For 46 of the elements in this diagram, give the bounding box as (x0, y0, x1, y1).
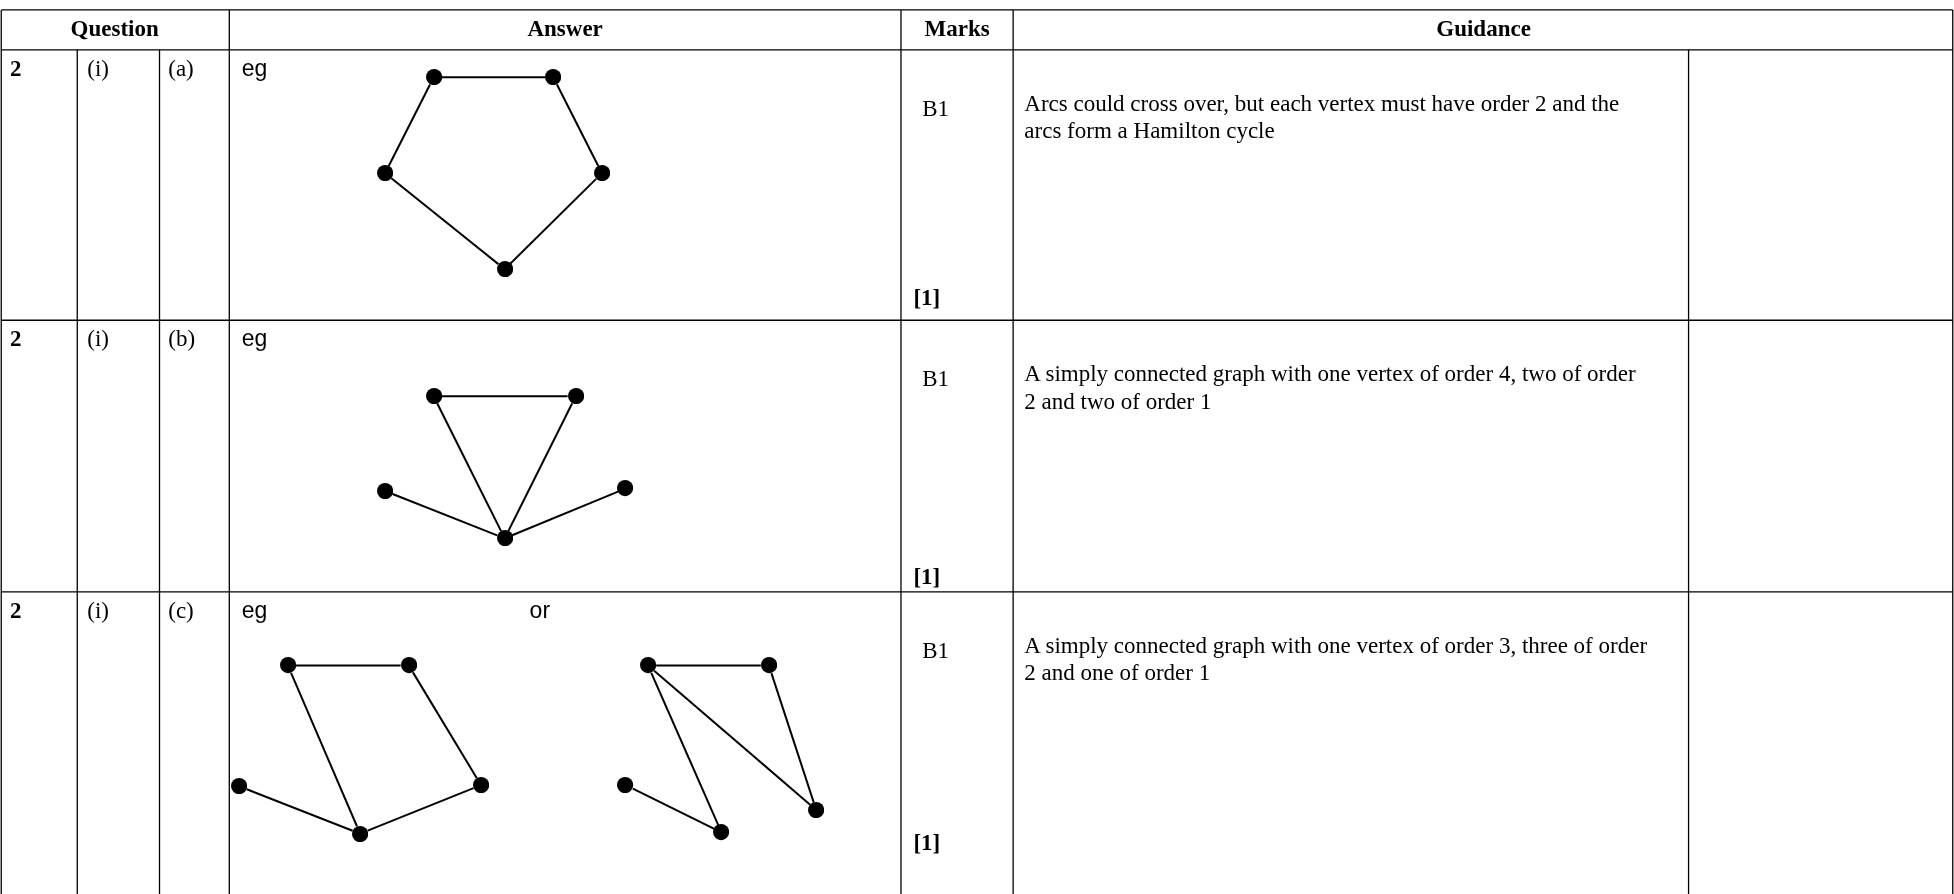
graph-edge (440, 76, 547, 79)
answer-note: eg (241, 54, 268, 83)
column-heading: Guidance (1436, 14, 1531, 43)
question-part: (a) (168, 54, 194, 83)
graph-edge (245, 788, 354, 832)
guidance-text: Arcs could cross over, but each vertex must have order 2 and the arcs form a Hamilton cycle (1024, 89, 1621, 145)
question-number: 2 (9, 325, 22, 353)
mark-total: [1] (913, 828, 941, 857)
question-part: (c) (168, 596, 194, 625)
graph-edge (507, 402, 574, 533)
graph-edge (391, 492, 499, 537)
graph-edge (655, 664, 762, 667)
graph-edge (390, 177, 500, 266)
question-number: 2 (9, 596, 22, 625)
graph-edge (653, 669, 812, 806)
graph-edge (770, 672, 815, 804)
answer-note: or (529, 596, 551, 625)
answer-note: eg (241, 596, 268, 625)
column-heading: Marks (924, 14, 990, 43)
mark-code: B1 (922, 94, 949, 123)
column-heading: Answer (527, 14, 603, 43)
graph-edge (294, 664, 402, 667)
graph-edge (650, 671, 720, 827)
graph-edge (290, 671, 358, 828)
mark-code: B1 (922, 365, 949, 393)
column-heading: Question (70, 14, 159, 43)
graph-edge (509, 177, 598, 265)
graph-edge (555, 83, 600, 167)
graph-edge (511, 490, 620, 537)
guidance-text: A simply connected graph with one vertex of order 4, two of order 2 and two of order 1 (1024, 360, 1637, 416)
mark-code: B1 (922, 636, 949, 665)
question-part: (i) (87, 325, 109, 353)
mark-total: [1] (913, 284, 941, 312)
graph-edge (387, 83, 431, 167)
mark-total: [1] (913, 563, 941, 591)
question-part: (i) (87, 596, 109, 625)
graph-edge (436, 402, 503, 533)
question-part: (b) (168, 325, 196, 353)
question-number: 2 (9, 54, 22, 83)
graph-edge (411, 671, 478, 780)
answer-note: eg (241, 325, 268, 353)
guidance-text: A simply connected graph with one vertex of order 3, three of order 2 and one of order 1 (1024, 631, 1648, 687)
graph-edge (631, 787, 716, 830)
question-part: (i) (87, 54, 109, 83)
graph-edge (440, 395, 569, 398)
graph-edge (366, 787, 475, 832)
